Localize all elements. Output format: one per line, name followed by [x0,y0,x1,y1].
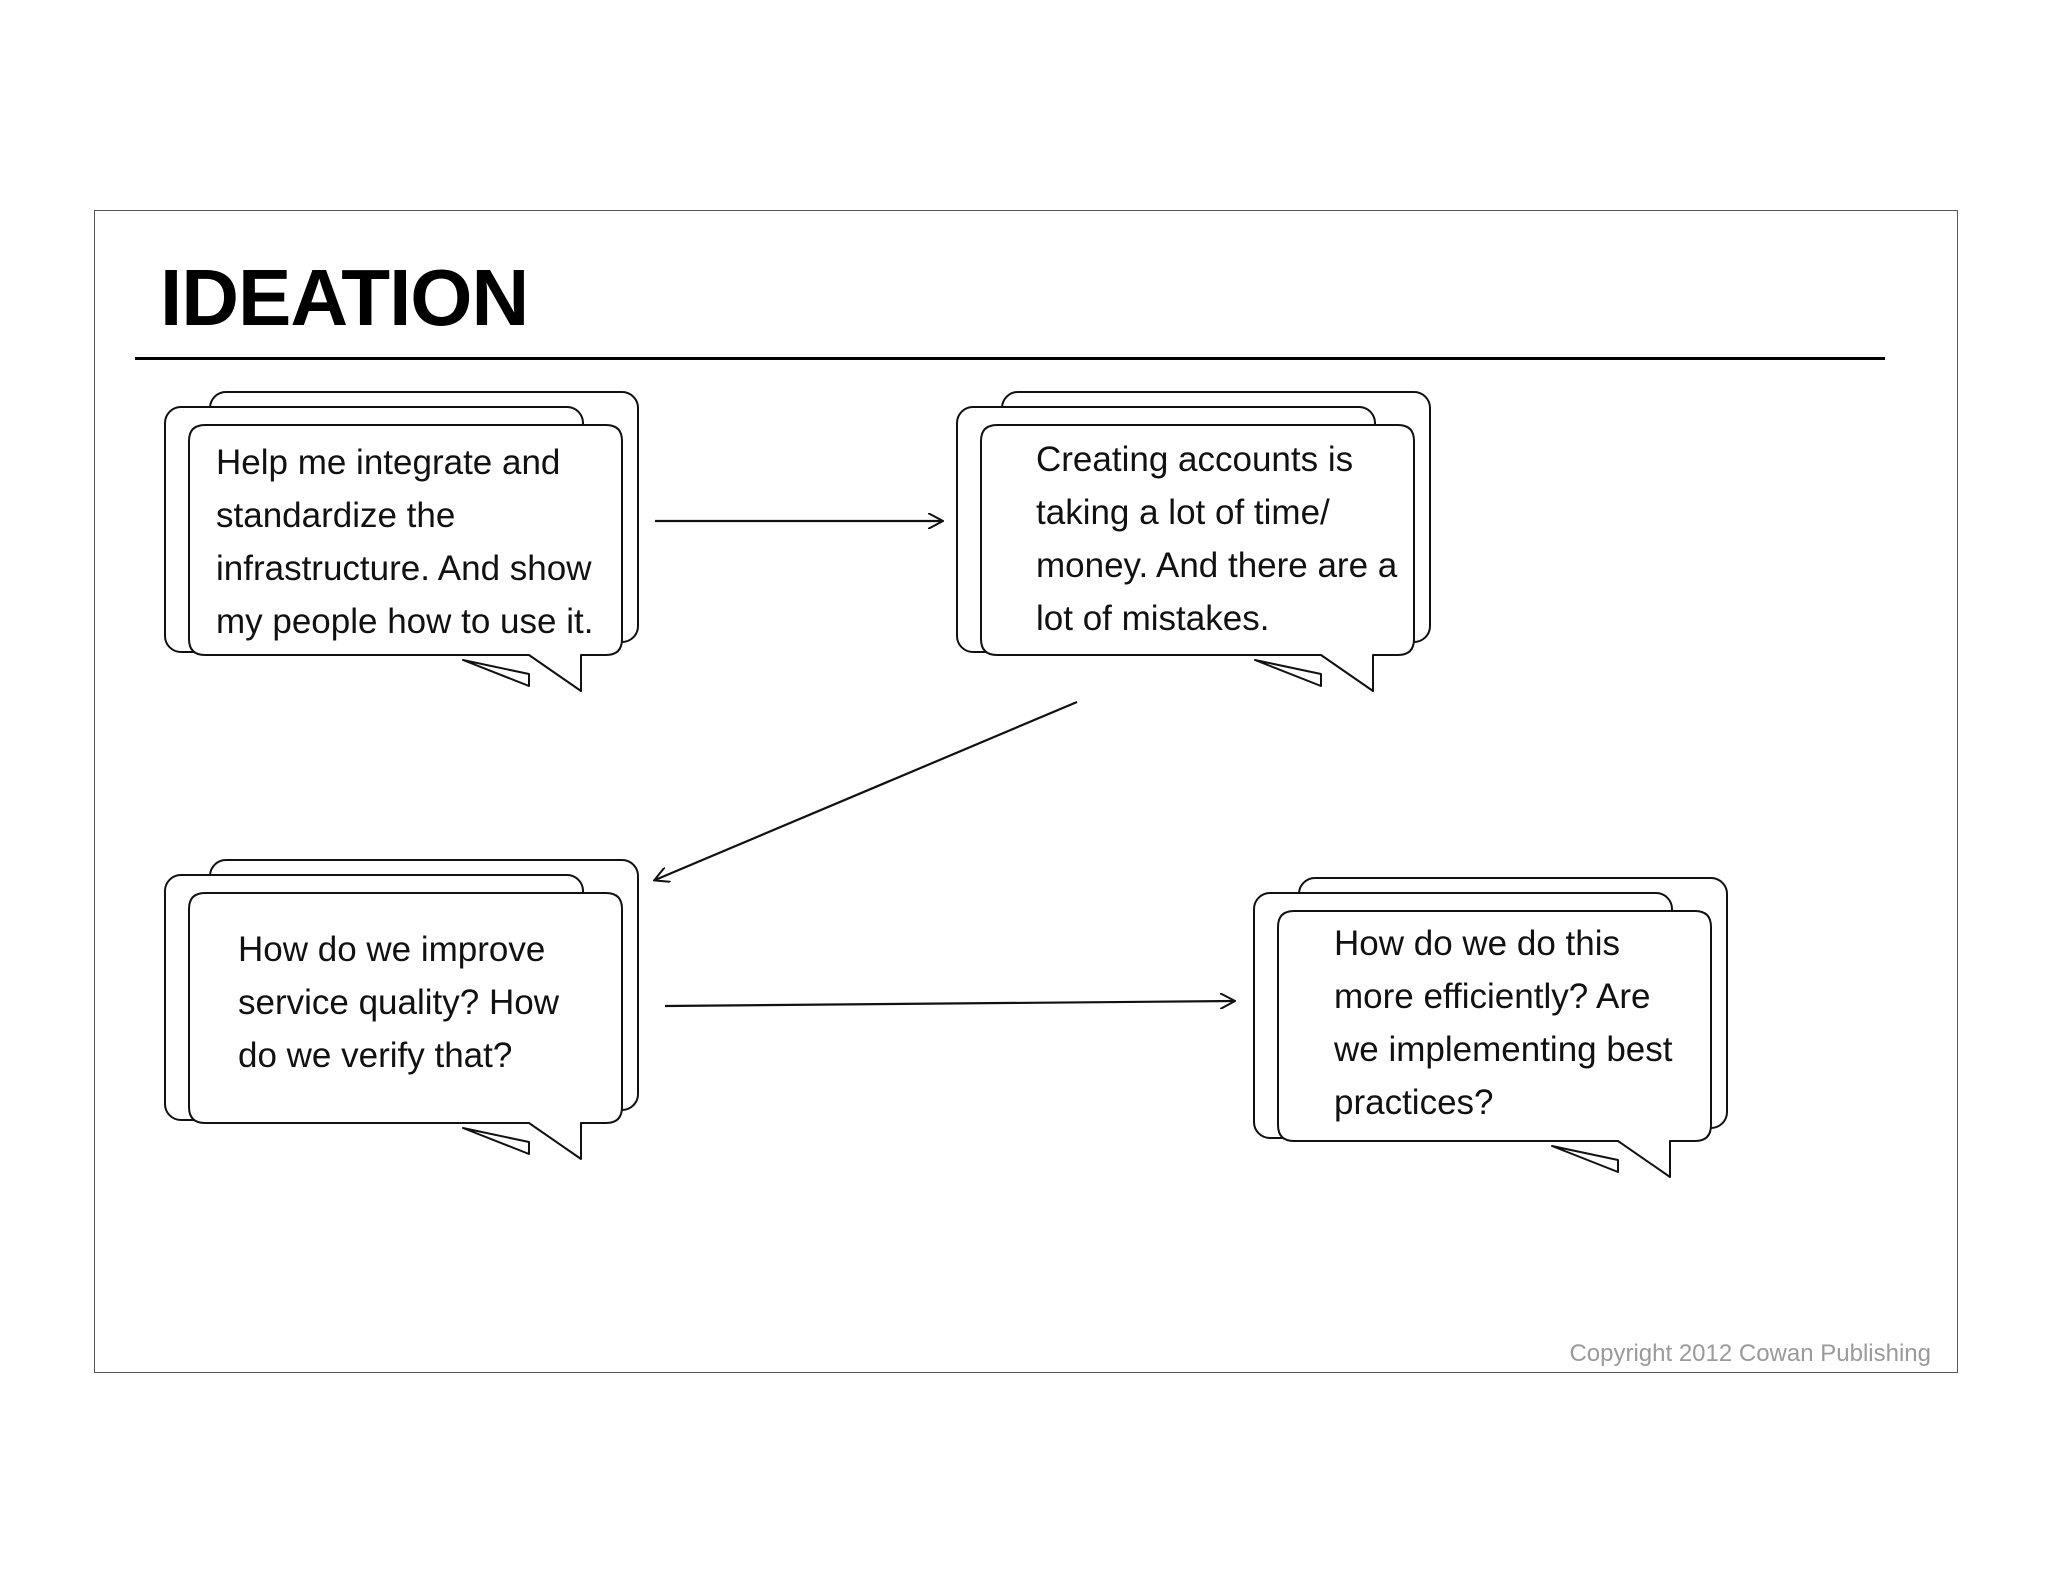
bubble-text-integrate: Help me integrate and standardize the in… [216,443,594,641]
title-divider [135,357,1885,360]
bubble-tail-shadow [462,659,530,687]
bubble-front-layer [980,424,1415,692]
arrow-accounts-to-quality [655,700,1078,880]
speech-bubble-efficiency [1253,877,1728,1178]
arrow-quality-to-efficiency [664,1001,1234,1006]
bubble-tail-shadow [1254,659,1322,687]
bubble-tail-shadow [1551,1145,1619,1173]
page-title: IDEATION [160,253,529,342]
speech-bubble-accounts [956,391,1431,692]
bubble-tail-shadow [462,1127,530,1155]
bubble-front-layer [1277,910,1712,1178]
slide-frame [94,210,1958,1373]
bubble-text-efficiency: How do we do this more efficiently? Are … [1334,924,1673,1122]
bubble-front-layer [188,424,623,692]
bubble-text-accounts: Creating accounts is taking a lot of tim… [1036,440,1398,638]
bubble-text-quality: How do we improve service quality? How d… [238,930,559,1075]
speech-bubble-integrate [164,391,639,692]
speech-bubble-quality [164,859,639,1160]
bubble-front-layer [188,892,623,1160]
copyright-notice: Copyright 2012 Cowan Publishing [1569,1340,1931,1367]
